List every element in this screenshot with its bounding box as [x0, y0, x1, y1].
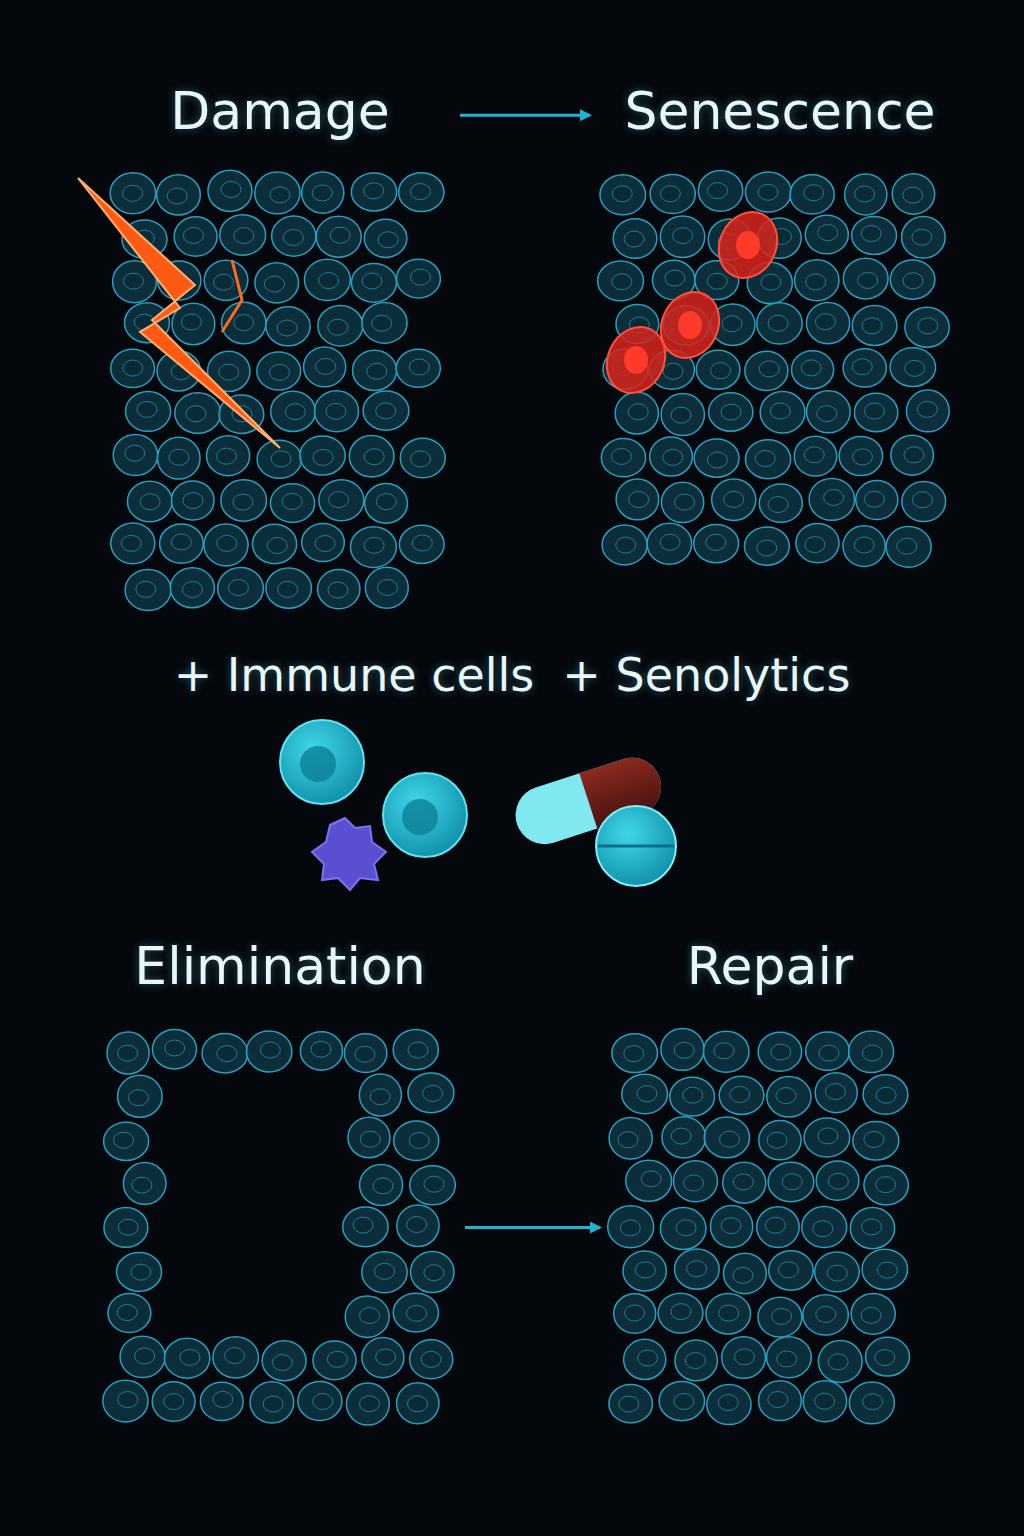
- senolytic-pills: [508, 750, 676, 886]
- treatment-label: + Immune cells: [174, 648, 535, 702]
- panel-heading: Damage: [110, 80, 450, 142]
- flow-arrow: [465, 1226, 600, 1229]
- cell-grid: [110, 80, 450, 610]
- flow-arrow: [460, 114, 590, 117]
- panel-heading: Elimination: [105, 935, 455, 997]
- cell-grid: [610, 935, 930, 1425]
- cell-panel: Repair: [610, 935, 930, 1425]
- cell-panel: Damage: [110, 80, 450, 610]
- lightning-bolt: [78, 178, 280, 448]
- panel-heading: Senescence: [600, 80, 960, 142]
- treatment-label: + Senolytics: [562, 648, 850, 702]
- immune-cells: [280, 720, 467, 890]
- cell-grid: [600, 80, 960, 600]
- panel-heading: Repair: [610, 935, 930, 997]
- cell-panel: Senescence: [600, 80, 960, 600]
- cell-grid: [105, 935, 455, 1425]
- cell-panel: Elimination: [105, 935, 455, 1425]
- label-row: + Immune cells + Senolytics: [0, 648, 1024, 702]
